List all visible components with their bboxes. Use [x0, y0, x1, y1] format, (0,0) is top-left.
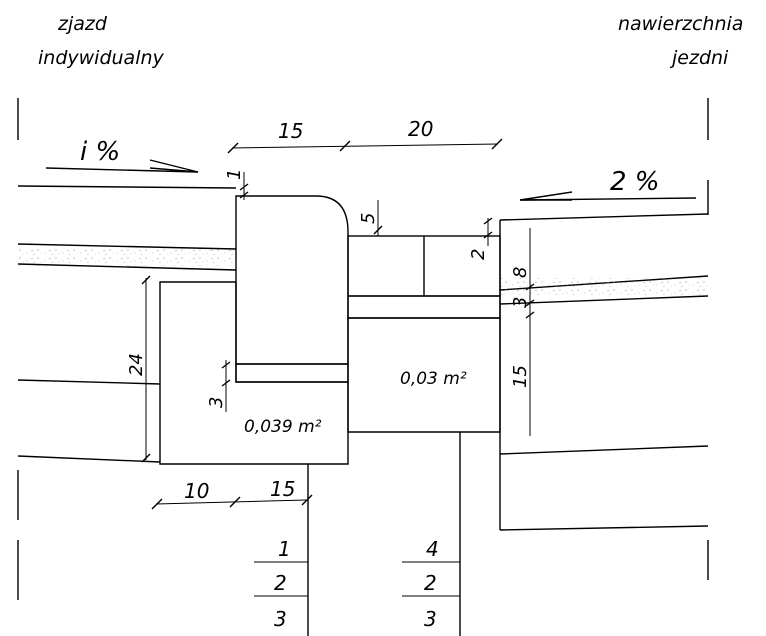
- layer-left-2: 2: [274, 571, 287, 595]
- driveway-label-1: zjazd: [57, 13, 108, 35]
- dim-8-text: 8: [510, 267, 531, 278]
- dim-bottom-10: 10: [184, 479, 209, 503]
- road-label-2: jezdni: [669, 47, 729, 69]
- dim-2-text: 2: [468, 249, 489, 260]
- driveway-label-2: indywidualny: [38, 47, 165, 69]
- road-label-1: nawierzchnia: [618, 13, 743, 35]
- area-left: 0,039 m²: [244, 417, 322, 437]
- driveway-layers: [17, 185, 237, 463]
- edge-bedding: [347, 295, 501, 319]
- dim-right-stack: [525, 228, 535, 436]
- layer-left-3: 3: [274, 607, 287, 631]
- road-layers: [499, 213, 709, 531]
- dim-top-15: 15: [278, 119, 303, 143]
- layer-left-1: 1: [278, 537, 291, 561]
- layer-right-1: 4: [426, 537, 439, 561]
- dim-1: [239, 172, 249, 200]
- area-right: 0,03 m²: [400, 369, 467, 389]
- dim-1-text: 1: [224, 169, 245, 180]
- slope-left-label: i %: [80, 137, 120, 167]
- dim-3-right-text: 3: [510, 297, 531, 308]
- dim-24: [141, 275, 151, 463]
- dim-24-text: 24: [126, 353, 147, 376]
- dim-5-text: 5: [358, 213, 379, 224]
- dim-bottom-15: 15: [270, 477, 295, 501]
- dim-2: [483, 217, 493, 246]
- slope-right-label: 2 %: [610, 167, 660, 197]
- layer-right-2: 2: [424, 571, 437, 595]
- bottom-dimension-chain: [151, 494, 313, 510]
- dim-3-left: [221, 360, 231, 412]
- dim-5: [373, 200, 383, 236]
- top-dimension-chain: [227, 138, 503, 154]
- dim-top-20: 20: [408, 117, 433, 141]
- dim-3-left-text: 3: [206, 397, 227, 408]
- slope-arrow-left: [45, 159, 199, 173]
- dim-15-right-text: 15: [510, 365, 531, 388]
- layer-right-3: 3: [424, 607, 437, 631]
- curb-bedding: [235, 363, 349, 383]
- slope-arrow-right: [519, 191, 697, 201]
- curb-stone: [235, 195, 349, 365]
